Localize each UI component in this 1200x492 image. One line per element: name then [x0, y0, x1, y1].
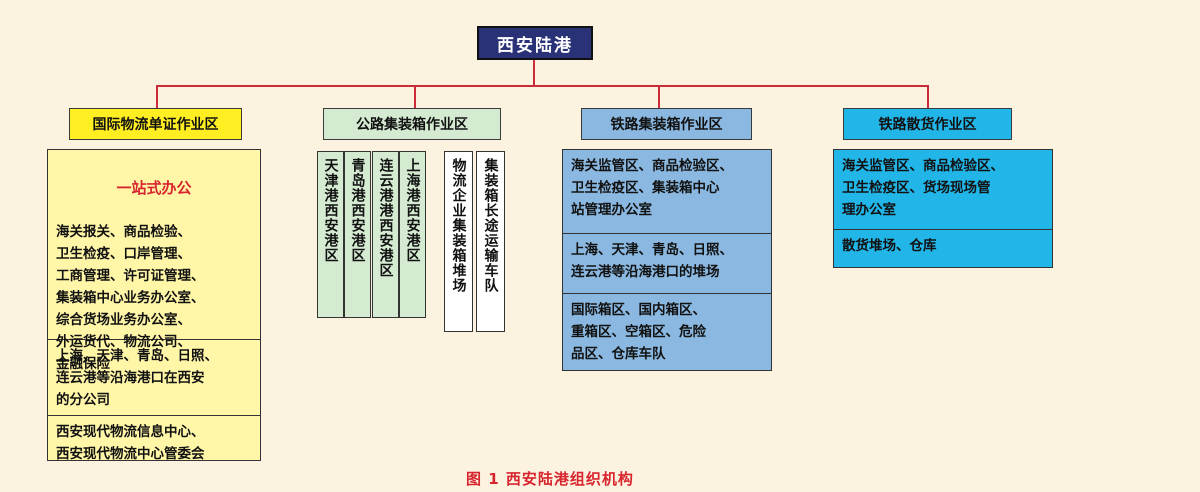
header-rail-bulk: 铁路散货作业区: [843, 108, 1012, 140]
col1-section-centers: 西安现代物流信息中心、 西安现代物流中心管委会: [56, 424, 205, 462]
col1-services-text: 海关报关、商品检验、 卫生检疫、口岸管理、 工商管理、许可证管理、 集装箱中心业…: [56, 224, 205, 372]
container-trucking-fleet: 集装箱长途运输车队: [476, 151, 505, 332]
connector-horizontal: [156, 85, 928, 87]
connector-hdr3: [658, 85, 660, 108]
port-area-tianjin: 天津港西安港区: [317, 151, 344, 318]
col3-section-port-yards: 上海、天津、青岛、日照、 连云港等沿海港口的堆场: [563, 234, 771, 294]
col1-section-branches: 上海、天津、青岛、日照、 连云港等沿海港口在西安 的分公司: [48, 340, 260, 416]
connector-hdr4: [927, 85, 929, 108]
column-rail-container: 海关监管区、商品检验区、 卫生检疫区、集装箱中心 站管理办公室 上海、天津、青岛…: [562, 149, 772, 371]
port-area-lianyungang: 连云港港西安港区: [372, 151, 399, 318]
header-rail-container: 铁路集装箱作业区: [581, 108, 752, 140]
col3-section-container-areas: 国际箱区、国内箱区、 重箱区、空箱区、危险 品区、仓库车队: [571, 302, 706, 362]
col4-section-customs: 海关监管区、商品检验区、 卫生检疫区、货场现场管 理办公室: [834, 150, 1052, 230]
one-stop-office-title: 一站式办公: [116, 179, 192, 197]
col3-section-customs: 海关监管区、商品检验区、 卫生检疫区、集装箱中心 站管理办公室: [563, 150, 771, 234]
connector-hdr1: [156, 85, 158, 108]
header-highway-container: 公路集装箱作业区: [323, 108, 501, 140]
header-international-docs: 国际物流单证作业区: [69, 108, 242, 140]
connector-root-down: [533, 60, 535, 86]
logistics-container-yard: 物流企业集装箱堆场: [444, 151, 473, 332]
column-international-docs: 一站式办公 海关报关、商品检验、 卫生检疫、口岸管理、 工商管理、许可证管理、 …: [47, 149, 261, 462]
connector-hdr2: [414, 85, 416, 108]
port-area-shanghai: 上海港西安港区: [399, 151, 426, 318]
col4-section-bulk-yard: 散货堆场、仓库: [842, 238, 937, 254]
column-rail-bulk: 海关监管区、商品检验区、 卫生检疫区、货场现场管 理办公室 散货堆场、仓库: [833, 149, 1053, 268]
root-node: 西安陆港: [477, 26, 593, 60]
port-area-qingdao: 青岛港西安港区: [344, 151, 371, 318]
col1-section-services: 一站式办公 海关报关、商品检验、 卫生检疫、口岸管理、 工商管理、许可证管理、 …: [48, 150, 260, 372]
figure-caption: 图 1 西安陆港组织机构: [466, 470, 634, 488]
